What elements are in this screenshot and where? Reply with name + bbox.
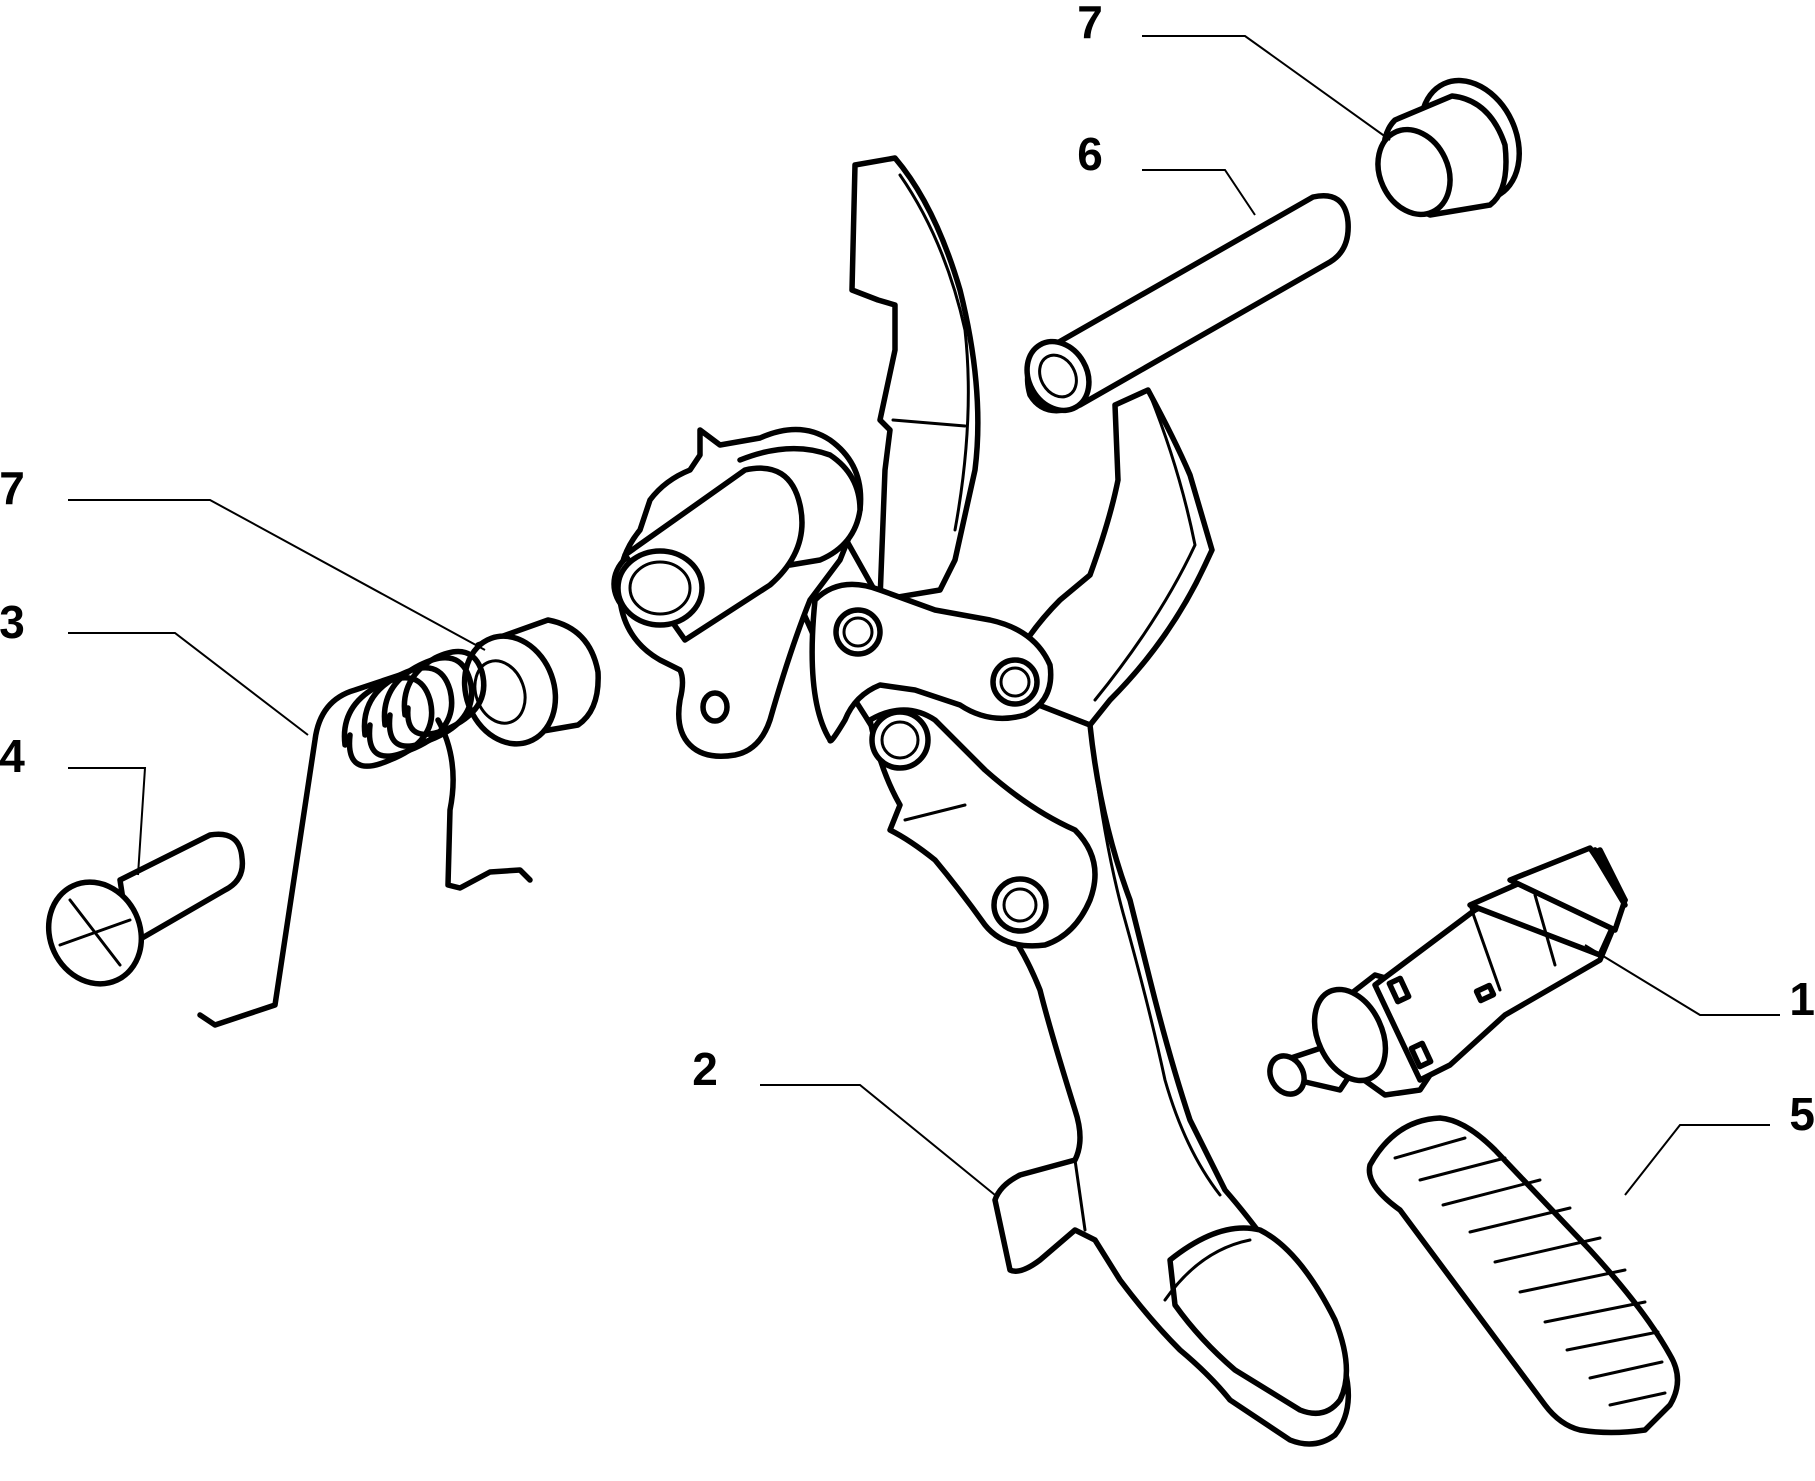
callout-1: 1 — [1584, 944, 1815, 1025]
leader-line-1 — [1584, 944, 1780, 1016]
leader-line-7-left — [68, 499, 486, 651]
callout-label-7-left: 7 — [0, 462, 25, 514]
callout-4: 4 — [0, 730, 147, 876]
leader-line-4 — [68, 767, 147, 876]
leader-line-3 — [68, 632, 309, 736]
bushing-upper-right — [1375, 77, 1522, 218]
leader-line-6 — [1142, 169, 1256, 216]
callout-3: 3 — [0, 596, 309, 736]
callout-label-4: 4 — [0, 730, 25, 782]
callout-label-2: 2 — [692, 1043, 718, 1095]
callout-label-3: 3 — [0, 596, 25, 648]
pedal-pad — [1366, 1115, 1681, 1436]
spacer-tube — [1024, 193, 1351, 414]
pivot-pin — [45, 831, 246, 987]
pedal-arm — [611, 155, 1352, 1447]
callout-label-7-upper: 7 — [1077, 0, 1103, 48]
callout-5: 5 — [1624, 1088, 1815, 1196]
leader-line-7-upper — [1142, 35, 1391, 141]
return-spring — [197, 648, 533, 1028]
bushing-left — [461, 617, 601, 747]
callout-7-upper: 7 — [1077, 0, 1391, 141]
stop-lamp-switch — [1267, 845, 1628, 1098]
leader-line-5 — [1624, 1124, 1770, 1196]
leader-line-2 — [760, 1084, 996, 1196]
callout-label-5: 5 — [1789, 1088, 1815, 1140]
callout-label-1: 1 — [1789, 973, 1815, 1025]
callout-2: 2 — [692, 1043, 996, 1196]
callout-label-6: 6 — [1077, 128, 1103, 180]
callout-6: 6 — [1077, 128, 1256, 216]
callout-7-left: 7 — [0, 462, 486, 651]
